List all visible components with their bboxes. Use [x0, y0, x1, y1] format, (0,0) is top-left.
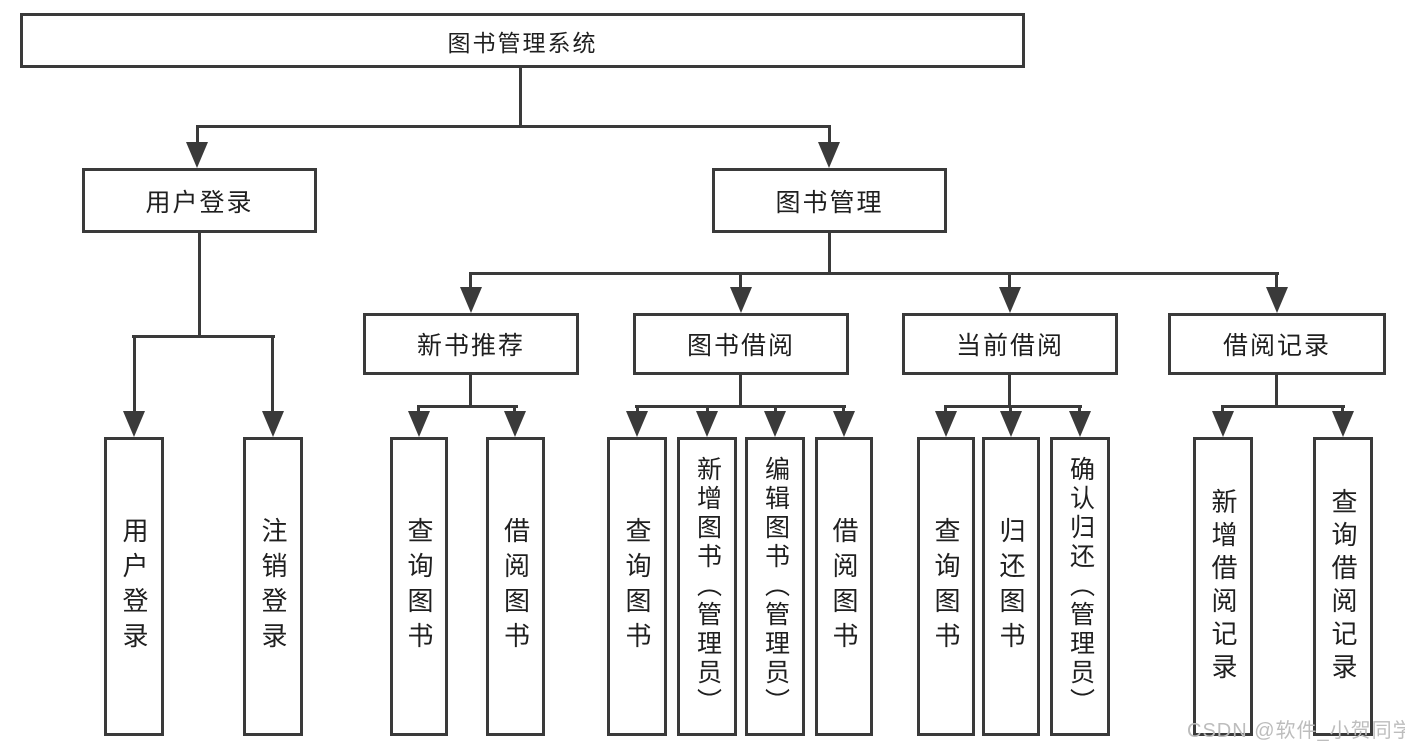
- node-current-borrowing: 当前借阅: [902, 313, 1118, 375]
- arrowhead: [1000, 411, 1022, 437]
- connector-vline: [636, 405, 639, 414]
- connector-vline: [1008, 272, 1011, 289]
- arrowhead: [818, 142, 840, 168]
- leaf-query-books-current: 查询图书: [917, 437, 975, 736]
- connector-vline: [1341, 405, 1344, 414]
- connector-hline: [469, 272, 1279, 275]
- arrowhead: [460, 287, 482, 313]
- csdn-watermark: CSDN @软件_小贺同学: [1187, 720, 1405, 742]
- arrowhead: [186, 142, 208, 168]
- leaf-return-books: 归还图书: [982, 437, 1040, 736]
- connector-hline: [196, 125, 831, 128]
- node-new-book-recommendation: 新书推荐: [363, 313, 579, 375]
- connector-vline: [417, 405, 420, 414]
- connector-vline: [513, 405, 516, 414]
- connector-hline: [417, 405, 518, 408]
- leaf-logout: 注销登录: [243, 437, 303, 736]
- leaf-user-login: 用户登录: [104, 437, 164, 736]
- leaf-confirm-return-admin: 确认归还（管理员）: [1050, 437, 1110, 736]
- leaf-borrow-books-recommend: 借阅图书: [486, 437, 545, 736]
- leaf-add-books-admin: 新增图书（管理员）: [677, 437, 737, 736]
- arrowhead: [696, 411, 718, 437]
- connector-vline: [469, 272, 472, 289]
- arrowhead: [1212, 411, 1234, 437]
- connector-vline: [828, 125, 831, 145]
- connector-vline: [271, 335, 274, 413]
- node-user-login: 用户登录: [82, 168, 317, 233]
- arrowhead: [626, 411, 648, 437]
- leaf-edit-books-admin: 编辑图书（管理员）: [745, 437, 805, 736]
- node-borrowing-records: 借阅记录: [1168, 313, 1386, 375]
- leaf-query-books-recommend: 查询图书: [390, 437, 448, 736]
- connector-hline: [132, 335, 275, 338]
- arrowhead: [1332, 411, 1354, 437]
- connector-vline: [842, 405, 845, 414]
- leaf-query-borrow-record: 查询借阅记录: [1313, 437, 1373, 736]
- connector-vline: [739, 272, 742, 289]
- arrowhead: [1266, 287, 1288, 313]
- connector-vline: [1078, 405, 1081, 414]
- connector-vline: [1275, 373, 1278, 408]
- arrowhead: [1069, 411, 1091, 437]
- connector-vline: [133, 335, 136, 413]
- arrowhead: [833, 411, 855, 437]
- connector-vline: [828, 230, 831, 275]
- connector-vline: [519, 66, 522, 128]
- connector-vline: [1221, 405, 1224, 414]
- arrowhead: [408, 411, 430, 437]
- node-book-borrowing: 图书借阅: [633, 313, 849, 375]
- connector-vline: [1008, 373, 1011, 408]
- connector-vline: [774, 405, 777, 414]
- connector-vline: [1009, 405, 1012, 414]
- connector-vline: [944, 405, 947, 414]
- leaf-query-books-borrowing: 查询图书: [607, 437, 667, 736]
- leaf-add-borrow-record: 新增借阅记录: [1193, 437, 1253, 736]
- leaf-borrow-books-borrowing: 借阅图书: [815, 437, 873, 736]
- connector-vline: [196, 125, 199, 145]
- connector-hline: [944, 405, 1082, 408]
- connector-hline: [635, 405, 846, 408]
- arrowhead: [262, 411, 284, 437]
- arrowhead: [935, 411, 957, 437]
- node-library-system: 图书管理系统: [20, 13, 1025, 68]
- connector-vline: [706, 405, 709, 414]
- connector-hline: [1221, 405, 1345, 408]
- connector-vline: [469, 373, 472, 408]
- arrowhead: [730, 287, 752, 313]
- connector-vline: [198, 230, 201, 338]
- arrowhead: [123, 411, 145, 437]
- arrowhead: [504, 411, 526, 437]
- node-book-management: 图书管理: [712, 168, 947, 233]
- connector-vline: [1275, 272, 1278, 289]
- arrowhead: [999, 287, 1021, 313]
- connector-vline: [739, 373, 742, 408]
- arrowhead: [764, 411, 786, 437]
